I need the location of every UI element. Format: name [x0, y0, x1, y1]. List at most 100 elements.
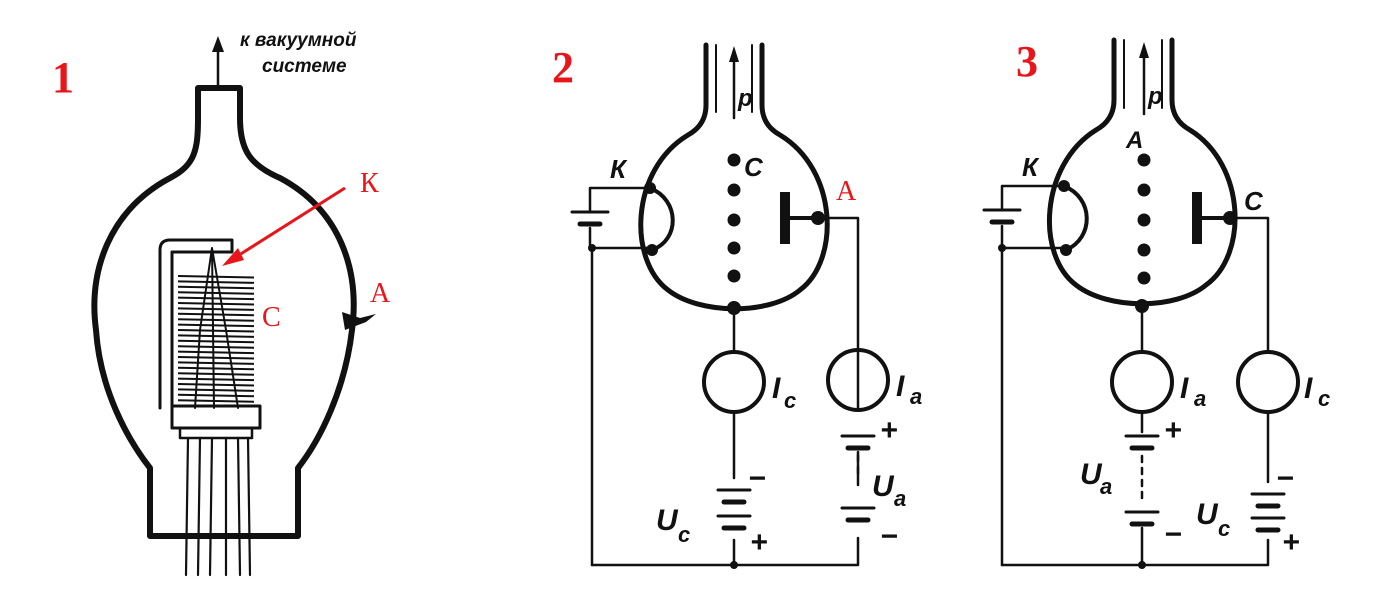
coil-turn — [177, 372, 255, 376]
meter-Ia-3 — [1110, 350, 1174, 414]
coil-turn — [177, 383, 255, 387]
filament — [194, 247, 239, 409]
coil-turn — [177, 366, 255, 371]
inner-frame — [158, 238, 234, 410]
panel-3-battery-c: U — [1196, 498, 1219, 531]
panel-1: 1 к вакуумной системе К С А — [52, 30, 391, 577]
tube-3-inner-neck — [1123, 39, 1163, 109]
grid-dot — [1137, 243, 1151, 257]
coil-turn — [177, 312, 255, 317]
panel-3-battery-a: U — [1080, 458, 1103, 491]
coil-turn — [177, 318, 255, 322]
grid-dot — [727, 241, 741, 255]
coil-turn — [177, 329, 255, 333]
cathode-loop-3 — [1062, 184, 1089, 252]
panel-3-meter-a: I — [1180, 372, 1189, 405]
grid-dots-2 — [727, 153, 741, 283]
coil-turn — [177, 302, 255, 306]
panel-3-ua-plus: + — [1164, 414, 1182, 447]
junctions-2 — [588, 182, 825, 569]
anode-plate-2 — [780, 192, 790, 244]
meter-Ic-2 — [702, 350, 766, 414]
grid-dot — [1137, 183, 1151, 197]
panel-2-label-p: p — [737, 85, 753, 112]
tube-2-inner-neck — [715, 44, 753, 113]
coil-turn — [177, 334, 255, 338]
panel-2-meter-a: I — [896, 370, 905, 403]
panel-2-meter-c-sub: c — [784, 388, 796, 413]
panel-2-label-A: А — [836, 176, 857, 207]
panel-1-label-K: К — [360, 168, 379, 199]
pump-arrowhead-3 — [1139, 42, 1149, 58]
coil-turn — [177, 323, 255, 328]
vacuum-label-line1: к вакуумной — [240, 30, 357, 51]
panel-3-ua-minus: − — [1164, 518, 1182, 551]
panel-2-battery-a-sub: a — [894, 486, 906, 511]
coil-turn — [177, 285, 255, 290]
collector-plate-3 — [1192, 192, 1202, 244]
base-sleeve — [170, 404, 262, 430]
coil-turn — [177, 339, 255, 344]
panel-2-number: 2 — [552, 43, 574, 92]
coil-turn — [177, 361, 255, 365]
panel-2-uc-minus: − — [748, 462, 766, 495]
stem-wires — [184, 436, 252, 577]
panel-3-uc-minus: − — [1276, 462, 1294, 495]
grid-dot — [727, 183, 741, 197]
grid-dot — [1137, 271, 1151, 285]
coil-turn — [177, 280, 255, 284]
panel-2-battery-c: U — [656, 504, 679, 537]
panel-3-meter-c: I — [1304, 372, 1313, 405]
panel-3-label-C: С — [1244, 186, 1264, 216]
vacuum-arrow — [212, 36, 224, 87]
panel-2-uc-plus: + — [750, 526, 768, 559]
panel-1-number: 1 — [52, 53, 74, 102]
cathode-loop-2 — [648, 186, 675, 252]
battery-Uc-2 — [716, 488, 752, 531]
coil — [177, 275, 255, 403]
panel-3-battery-a-sub: a — [1100, 474, 1112, 499]
meter-Ic-3 — [1236, 350, 1300, 414]
panel-2-ua-plus: + — [880, 414, 898, 447]
tube-3-outline — [1047, 37, 1238, 307]
coil-turn — [177, 291, 255, 295]
battery-Uc-3 — [1250, 492, 1286, 533]
grid-dot — [727, 269, 741, 283]
cathode-pointer — [222, 186, 346, 266]
coil-turn — [177, 388, 255, 392]
panel-3-label-A: А — [1125, 127, 1143, 154]
vacuum-label-line2: системе — [262, 56, 347, 77]
grid-dot — [1137, 153, 1151, 167]
panel-3: 3 p А С К I a I c U a + − — [982, 37, 1330, 569]
panel-2-meter-a-sub: a — [910, 384, 922, 409]
grid-dot — [727, 153, 741, 167]
battery-Ua-3 — [1124, 434, 1160, 527]
panel-3-meter-c-sub: c — [1318, 386, 1330, 411]
grid-dot — [727, 213, 741, 227]
panel-3-number: 3 — [1016, 37, 1038, 86]
meter-Ia-2 — [826, 348, 890, 412]
grid-dot — [1137, 213, 1151, 227]
coil-turn — [177, 307, 255, 311]
coil-turn — [177, 399, 255, 403]
bulb-outline — [91, 85, 357, 539]
panel-2-battery-c-sub: c — [678, 522, 690, 547]
panel-1-label-C: С — [262, 302, 281, 333]
coil-turn — [177, 356, 255, 360]
anode-contact — [342, 312, 376, 330]
panel-2-label-K: К — [610, 154, 628, 184]
coil-turn — [177, 350, 255, 355]
coil-turn — [177, 377, 255, 382]
coil-turn — [177, 345, 255, 349]
base-collar — [178, 426, 254, 440]
junctions-3 — [998, 180, 1237, 569]
panel-1-label-A: А — [370, 278, 391, 309]
coil-turn — [177, 296, 255, 301]
panel-3-battery-c-sub: c — [1218, 516, 1230, 541]
panel-2-label-C: С — [744, 152, 764, 182]
battery-Ua-2 — [840, 434, 876, 523]
panel-2-meter-c: I — [772, 372, 781, 405]
heater-circuit-3 — [1000, 184, 1068, 567]
panel-2: 2 p С А К I c I a — [552, 42, 922, 569]
